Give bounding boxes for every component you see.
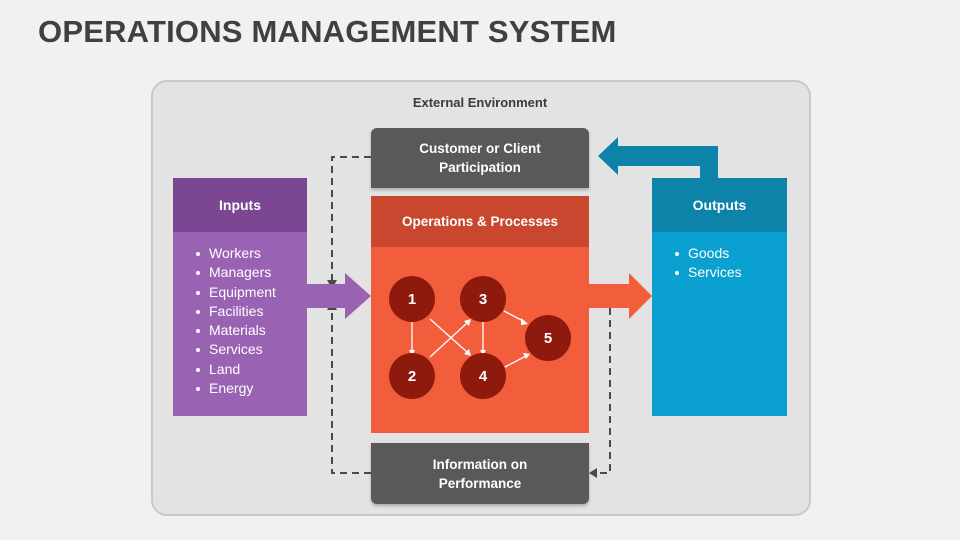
arrowhead-3-5	[521, 318, 528, 325]
inputs-list-panel: Workers Managers Equipment Facilities Ma…	[173, 232, 307, 416]
arrowhead-1-4	[464, 349, 471, 356]
arrowhead-2-3	[464, 319, 471, 326]
process-node-4	[460, 353, 506, 399]
info-box-line2: Performance	[438, 475, 522, 491]
info-box-line1: Information on	[432, 456, 528, 472]
input-arrow	[307, 273, 371, 319]
process-node-2	[389, 353, 435, 399]
dashed-line-customer-to-input	[331, 156, 371, 282]
process-node-1-label: 1	[408, 291, 416, 308]
process-node-5-label: 5	[544, 330, 552, 347]
outputs-header: Outputs	[652, 178, 787, 232]
process-node-3	[460, 276, 506, 322]
process-node-3-label: 3	[479, 291, 487, 308]
input-item: Land	[196, 360, 307, 379]
customer-box-line1: Customer or Client	[419, 141, 541, 156]
information-performance-box: Information on Performance	[371, 443, 589, 504]
process-node-1	[389, 276, 435, 322]
customer-box-line2: Participation	[439, 160, 521, 175]
input-item: Materials	[196, 321, 307, 340]
feedback-arrow	[598, 137, 718, 178]
arrowhead-4-5	[523, 353, 530, 359]
customer-participation-box: Customer or Client Participation	[371, 128, 589, 188]
input-item: Equipment	[196, 283, 307, 302]
output-item: Goods	[675, 244, 787, 263]
page-title: OPERATIONS MANAGEMENT SYSTEM	[38, 14, 617, 49]
input-item: Services	[196, 340, 307, 359]
input-item: Workers	[196, 244, 307, 263]
process-node-4-label: 4	[479, 368, 488, 385]
dashed-line-info-to-input	[331, 308, 371, 474]
dashed-arrowhead-to-info	[589, 468, 597, 478]
input-item: Managers	[196, 263, 307, 282]
input-item: Facilities	[196, 302, 307, 321]
process-node-5	[525, 315, 571, 361]
inputs-header: Inputs	[173, 178, 307, 232]
external-environment-label: External Environment	[412, 95, 548, 110]
process-node-2-label: 2	[408, 368, 416, 385]
process-edge-4-5	[504, 354, 529, 368]
process-edge-2-3	[429, 322, 468, 358]
outputs-list-panel: Goods Services	[652, 232, 787, 416]
operations-header: Operations & Processes	[371, 196, 589, 247]
process-edge-1-4	[429, 318, 468, 353]
output-item: Services	[675, 263, 787, 282]
output-arrow	[589, 273, 652, 319]
input-item: Energy	[196, 379, 307, 398]
dashed-line-output-to-info	[597, 308, 611, 474]
